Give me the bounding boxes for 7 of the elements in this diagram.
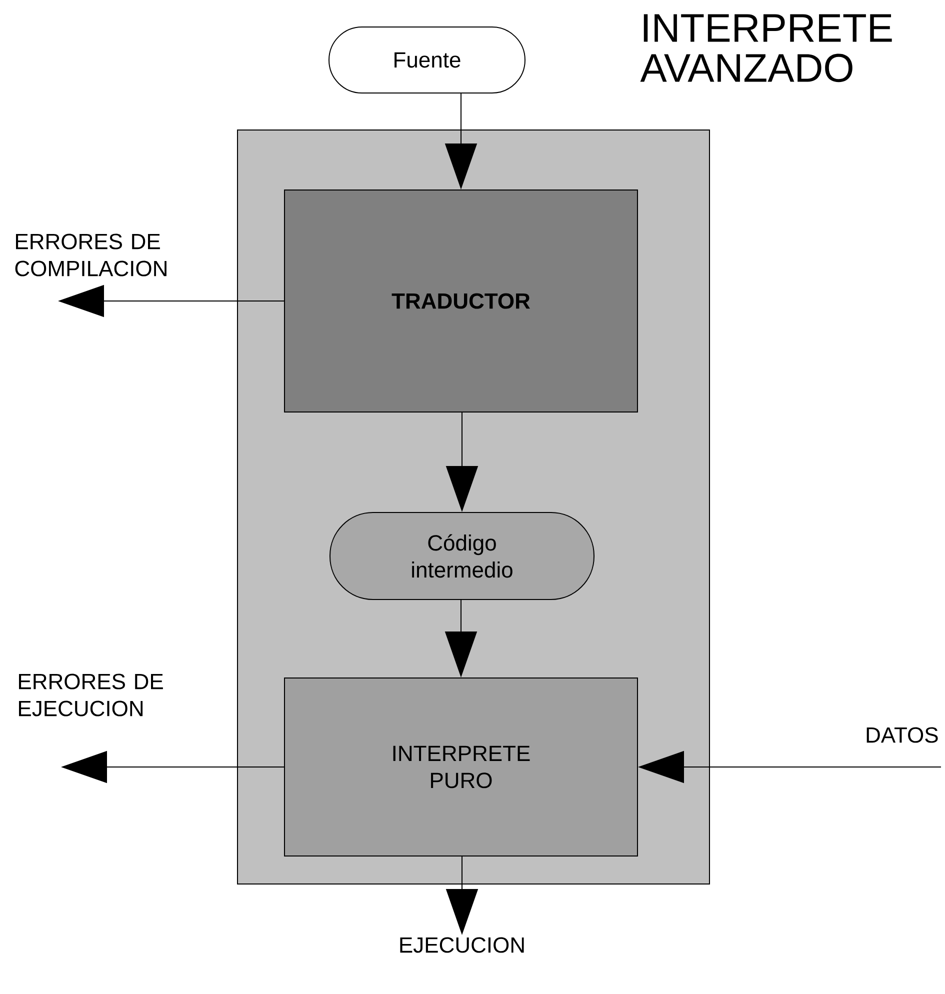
- title: INTERPRETE AVANZADO: [640, 14, 892, 82]
- input-label: DATOS: [866, 727, 938, 743]
- output-label: EJECUCION: [400, 937, 524, 953]
- output-label: ERRORES DE EJECUCION: [19, 674, 163, 716]
- process-box: TRADUCTOR: [284, 190, 638, 412]
- output-label: ERRORES DE COMPILACION: [15, 234, 166, 276]
- process-box: INTERPRETE PURO: [284, 678, 638, 856]
